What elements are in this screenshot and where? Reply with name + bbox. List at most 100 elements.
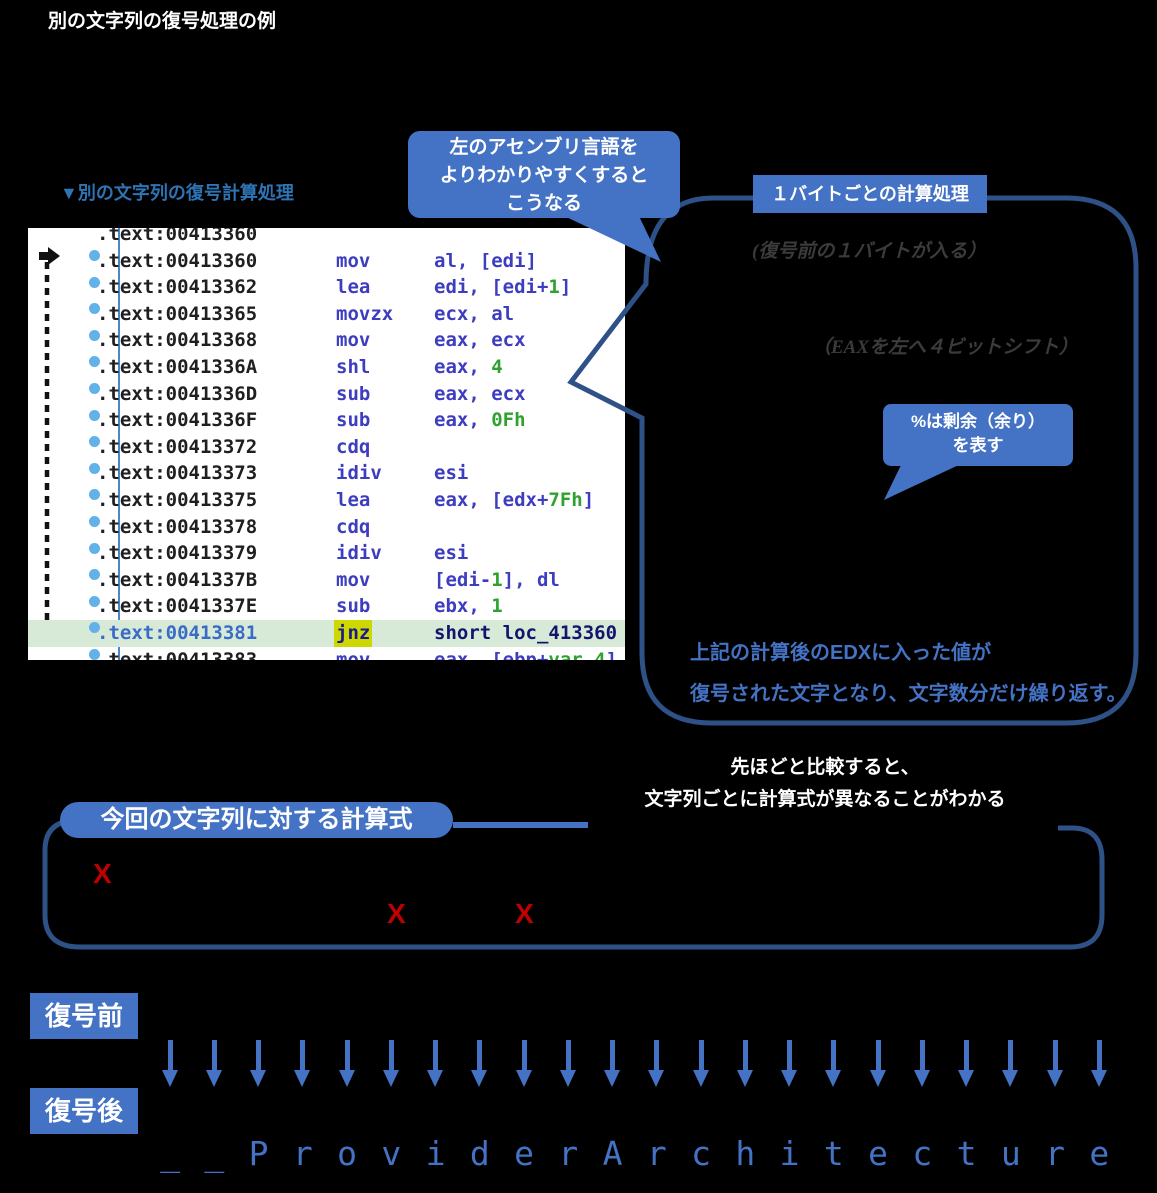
nav-dot — [89, 649, 100, 660]
nav-dot — [89, 329, 100, 341]
decoded-char: v — [381, 1134, 402, 1173]
decoded-char: o — [337, 1134, 357, 1173]
decoded-char: c — [912, 1134, 933, 1173]
down-arrow-icon — [781, 1040, 797, 1087]
decoded-char: _ — [160, 1134, 180, 1173]
down-arrow-icon — [958, 1040, 974, 1087]
decoded-char: _ — [204, 1134, 225, 1173]
decoded-char: d — [469, 1134, 490, 1173]
current-position-arrow-icon — [39, 247, 60, 265]
compare-note-line2: 文字列ごとに計算式が異なることがわかる — [644, 789, 1006, 810]
red-x-mark: X — [387, 898, 406, 929]
nav-dot — [89, 409, 100, 421]
down-arrow-icon — [736, 1040, 753, 1087]
assembly-bubble-line3: こうなる — [505, 193, 582, 214]
mod-callout-tail — [884, 461, 963, 500]
nav-dot — [89, 462, 100, 474]
nav-dot — [89, 622, 100, 634]
down-arrow-icon — [559, 1040, 576, 1087]
decoded-char: t — [823, 1134, 844, 1173]
decoded-char: h — [735, 1134, 756, 1173]
decoded-char: r — [558, 1134, 579, 1173]
after-decode-label: 復号後 — [30, 1088, 138, 1134]
down-arrow-icon — [161, 1040, 178, 1087]
decoded-char: e — [514, 1134, 534, 1173]
decoded-char: A — [602, 1134, 623, 1173]
nav-dot — [89, 250, 100, 261]
nav-dot — [89, 276, 100, 288]
down-arrow-icon — [471, 1040, 488, 1087]
calc-footer: 上記の計算後のEDXに入った値が 復号された文字となり、文字数分だけ繰り返す。 — [690, 633, 1127, 715]
decoded-char: P — [248, 1134, 269, 1173]
down-arrow-icon — [1090, 1040, 1107, 1087]
compare-note-line1: 先ほどと比較すると、 — [730, 757, 920, 778]
calc-footer-line2: 復号された文字となり、文字数分だけ繰り返す。 — [690, 683, 1127, 705]
nav-dot — [89, 383, 100, 394]
calc-footer-line1: 上記の計算後のEDXに入った値が — [690, 642, 992, 664]
down-arrow-icon — [1046, 1040, 1063, 1087]
code-line[interactable]: .text:00413360 — [97, 228, 258, 245]
down-arrow-icon — [648, 1040, 665, 1087]
formula-pill-label: 今回の文字列に対する計算式 — [60, 802, 453, 838]
calc-note-shift: （EAXを左へ４ビットシフト） — [812, 337, 1079, 358]
down-arrow-icon — [515, 1040, 532, 1087]
calc-bubble-title: １バイトごとの計算処理 — [753, 175, 987, 213]
mod-callout: %は剰余（余り） を表す — [883, 404, 1073, 466]
nav-dot — [89, 595, 100, 607]
page-title: 別の文字列の復号処理の例 — [48, 11, 277, 32]
down-arrow-icon — [294, 1040, 311, 1087]
assembly-bubble: 左のアセンブリ言語を よりわかりやすくすると こうなる — [408, 131, 680, 218]
before-decode-label: 復号前 — [30, 993, 138, 1039]
decoded-char: i — [779, 1134, 800, 1173]
down-arrow-icon — [250, 1040, 266, 1087]
down-arrow-icon — [692, 1040, 709, 1087]
nav-dot — [89, 303, 100, 315]
decoded-char: e — [1089, 1134, 1110, 1173]
down-arrow-icon — [913, 1040, 930, 1087]
compare-note: 先ほどと比較すると、 文字列ごとに計算式が異なることがわかる — [600, 752, 1050, 816]
decoded-char: r — [1045, 1134, 1065, 1173]
calc-note-byte-input: (復号前の１バイトが入る） — [752, 241, 987, 262]
down-arrow-icon — [825, 1040, 842, 1087]
red-x-mark: X — [93, 858, 112, 889]
margin-separator — [118, 228, 120, 660]
decoded-char: r — [292, 1134, 313, 1173]
decoded-char: u — [1000, 1134, 1021, 1173]
down-arrow-icon — [1002, 1040, 1019, 1087]
down-arrow-icon — [382, 1040, 399, 1087]
down-arrow-icon — [338, 1040, 355, 1087]
decoded-char: i — [425, 1134, 446, 1173]
assembly-bubble-line1: 左のアセンブリ言語を — [449, 137, 639, 158]
red-x-mark: X — [515, 898, 534, 929]
mod-callout-line1: %は剰余（余り） — [910, 412, 1046, 431]
down-arrow-icon — [205, 1040, 222, 1087]
down-arrow-icon — [427, 1040, 443, 1087]
formula-box-outline — [42, 817, 1105, 950]
decoded-char: r — [646, 1134, 667, 1173]
nav-dot — [89, 569, 100, 581]
down-arrow-icon — [869, 1040, 886, 1087]
down-arrow-icon — [604, 1040, 620, 1087]
decoded-char: e — [868, 1134, 888, 1173]
decoded-char: c — [691, 1134, 711, 1173]
nav-dot — [89, 489, 100, 501]
nav-dot — [89, 542, 100, 554]
